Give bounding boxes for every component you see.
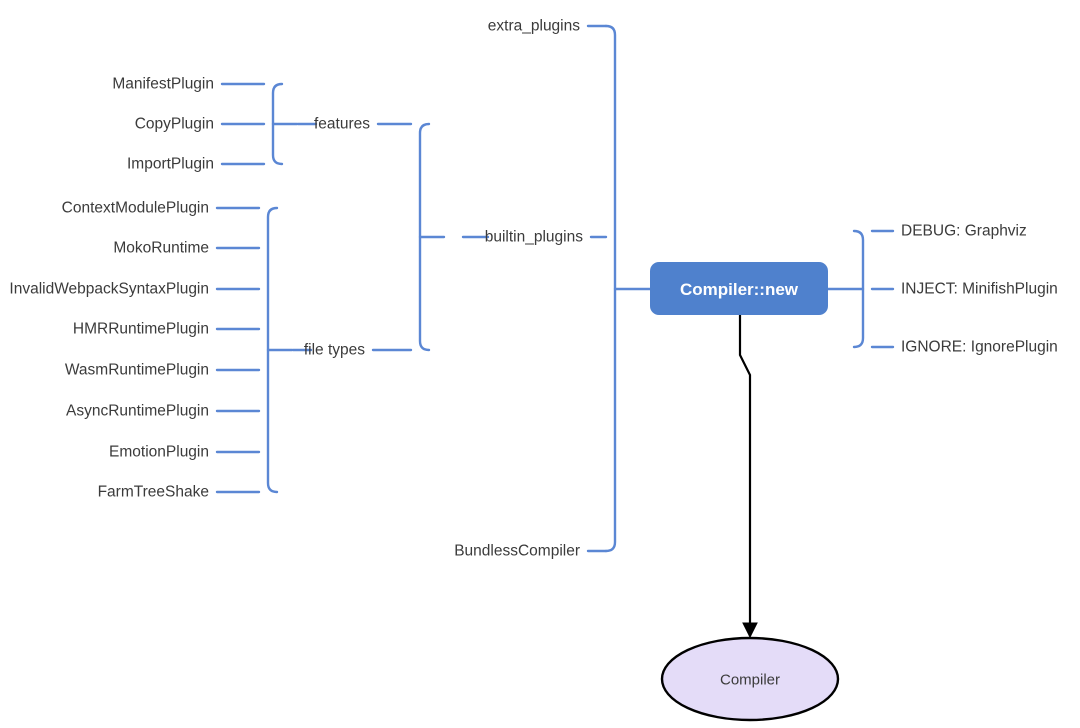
leaf-label: InvalidWebpackSyntaxPlugin xyxy=(9,281,209,298)
center-node-label: Compiler::new xyxy=(680,280,799,299)
terminal-node-ellipse[interactable] xyxy=(660,636,840,722)
branch-label-builtin_plugins: builtin_plugins xyxy=(485,229,583,246)
leaf-label: CopyPlugin xyxy=(135,116,214,133)
flow-arrow-icon xyxy=(738,315,758,639)
node-labels: extra_plugins builtin_plugins features Mani… xyxy=(9,18,1057,560)
bracket-spine xyxy=(604,24,617,553)
leaf-label: WasmRuntimePlugin xyxy=(65,362,209,379)
branch-label-extra_plugins: extra_plugins xyxy=(488,18,580,35)
leaf-label: HMRRuntimePlugin xyxy=(73,321,209,338)
terminal-node-label: Compiler xyxy=(720,672,780,689)
leaf-label: AsyncRuntimePlugin xyxy=(66,403,209,420)
leaf-label: INJECT: MinifishPlugin xyxy=(901,281,1058,298)
leaf-label: ImportPlugin xyxy=(127,156,214,173)
leaf-label: ManifestPlugin xyxy=(112,76,214,93)
flow-arrow-group xyxy=(738,315,758,639)
leaf-label: DEBUG: Graphviz xyxy=(901,223,1027,240)
leaf-label: FarmTreeShake xyxy=(98,484,209,501)
leaf-label: MokoRuntime xyxy=(113,240,209,257)
terminal-node[interactable]: Compiler xyxy=(660,636,840,722)
branch-label-file_types: file types xyxy=(304,342,365,359)
center-node-box[interactable] xyxy=(650,262,828,315)
center-node[interactable]: Compiler::new xyxy=(650,262,828,315)
leaf-label: IGNORE: IgnorePlugin xyxy=(901,339,1058,356)
leaf-label: EmotionPlugin xyxy=(109,444,209,461)
branch-label-features: features xyxy=(314,116,370,133)
leaf-label: ContextModulePlugin xyxy=(62,200,209,217)
connector-lines xyxy=(215,24,895,553)
branch-label-bundless_compiler: BundlessCompiler xyxy=(454,543,580,560)
